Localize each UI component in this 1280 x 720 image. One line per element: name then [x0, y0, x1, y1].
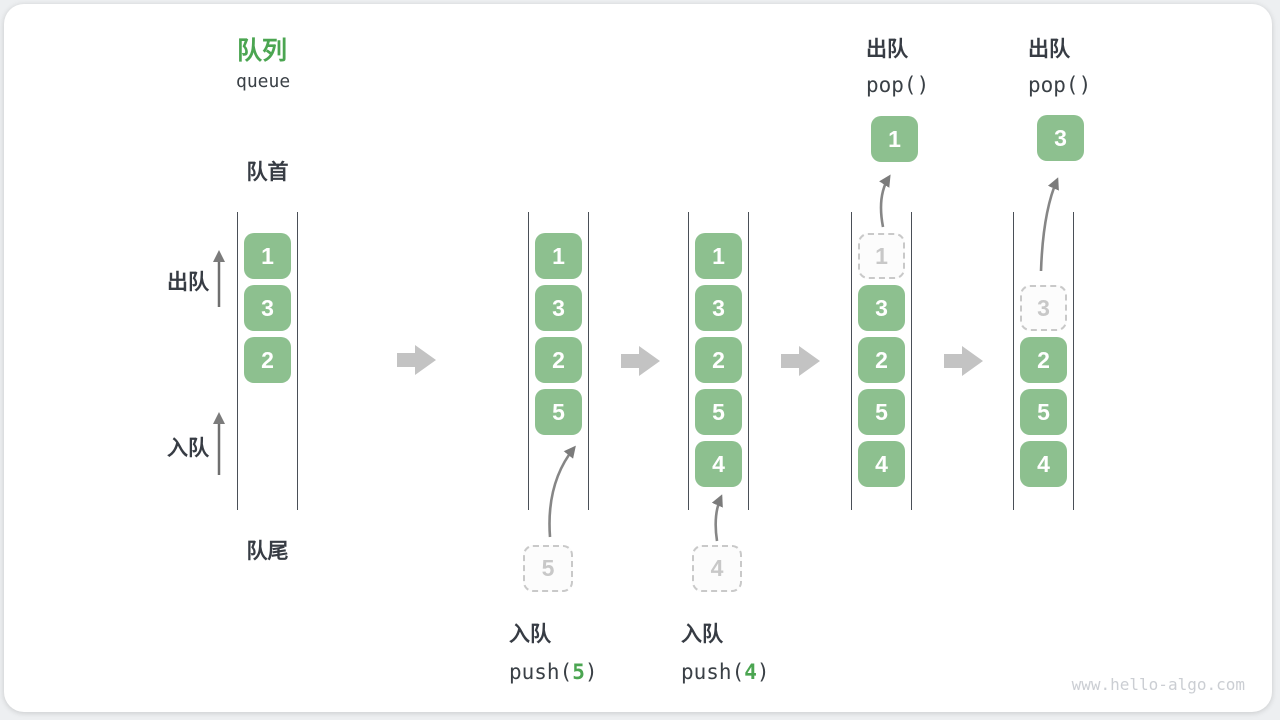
operation-push5-code: push(5)	[509, 660, 598, 684]
queue-element: 2	[858, 337, 905, 383]
queue-element: 2	[695, 337, 742, 383]
operation-pop2: 出队 pop()	[1028, 33, 1188, 97]
ghost-element: 3	[1020, 285, 1067, 331]
queue-element: 1	[244, 233, 291, 279]
queue-element: 5	[858, 389, 905, 435]
queue-element: 3	[695, 285, 742, 331]
operation-pop1-label: 出队	[866, 38, 908, 61]
operation-push4-label: 入队	[681, 623, 723, 646]
operation-pop2-label: 出队	[1028, 38, 1070, 61]
queue-element: 3	[244, 285, 291, 331]
queue-element: 5	[1020, 389, 1067, 435]
queue-column-4	[851, 212, 912, 510]
popped-element: 1	[871, 116, 918, 162]
operation-push5: 入队 push(5)	[509, 618, 669, 684]
queue-column-3	[688, 212, 749, 510]
queue-element: 4	[858, 441, 905, 487]
operation-pop1: 出队 pop()	[866, 33, 1026, 97]
queue-column-5	[1013, 212, 1074, 510]
queue-element: 4	[695, 441, 742, 487]
staged-element-push5: 5	[523, 545, 573, 592]
queue-element: 5	[535, 389, 582, 435]
operation-pop1-code: pop()	[866, 73, 930, 97]
queue-element: 1	[695, 233, 742, 279]
operation-push4-code: push(4)	[681, 660, 770, 684]
label-dequeue-direction: 出队	[167, 271, 209, 294]
queue-element: 2	[244, 337, 291, 383]
queue-column-2	[528, 212, 589, 510]
figure-card	[4, 4, 1272, 712]
queue-element: 5	[695, 389, 742, 435]
queue-element: 2	[1020, 337, 1067, 383]
staged-element-push4: 4	[692, 545, 742, 592]
label-queue-rear: 队尾	[246, 540, 289, 563]
operation-push4: 入队 push(4)	[681, 618, 841, 684]
watermark: www.hello-algo.com	[1071, 675, 1245, 694]
label-enqueue-direction: 入队	[167, 437, 209, 460]
figure-title-en: queue	[236, 71, 291, 92]
operation-pop2-code: pop()	[1028, 73, 1092, 97]
operation-push5-label: 入队	[509, 623, 551, 646]
ghost-element: 1	[858, 233, 905, 279]
label-queue-front: 队首	[246, 161, 289, 184]
figure-title-zh: 队列	[237, 37, 288, 65]
queue-element: 4	[1020, 441, 1067, 487]
popped-element: 3	[1037, 115, 1084, 161]
queue-element: 3	[858, 285, 905, 331]
queue-element: 3	[535, 285, 582, 331]
queue-element: 1	[535, 233, 582, 279]
queue-element: 2	[535, 337, 582, 383]
queue-column-1	[237, 212, 298, 510]
